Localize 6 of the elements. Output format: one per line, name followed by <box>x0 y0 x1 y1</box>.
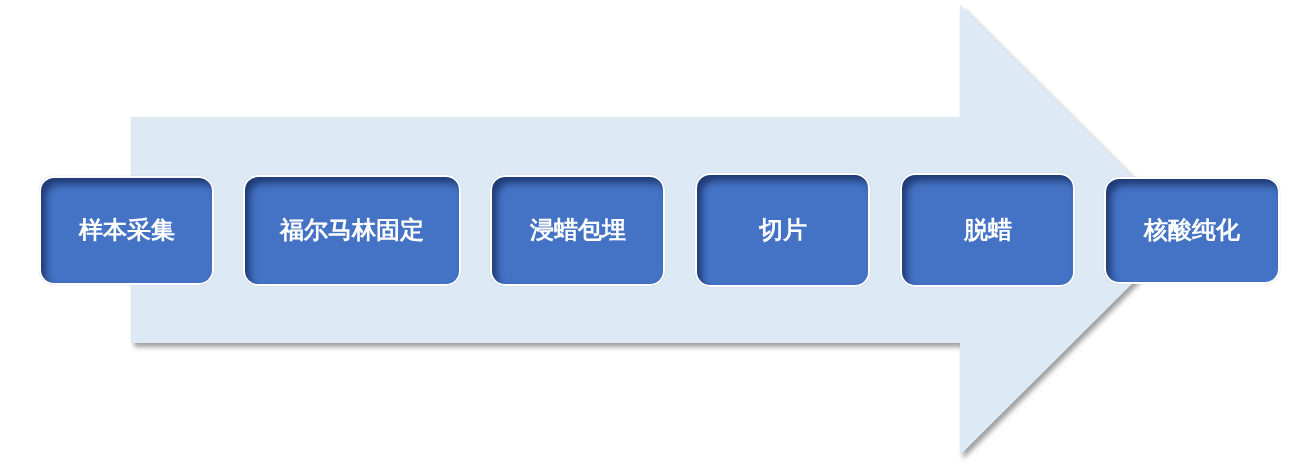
process-box: 脱蜡 <box>900 173 1075 287</box>
process-box: 核酸纯化 <box>1104 177 1280 284</box>
process-box: 福尔马林固定 <box>243 175 461 286</box>
process-box: 切片 <box>695 173 870 287</box>
process-box: 样本采集 <box>39 176 214 285</box>
process-box: 浸蜡包埋 <box>490 175 665 286</box>
